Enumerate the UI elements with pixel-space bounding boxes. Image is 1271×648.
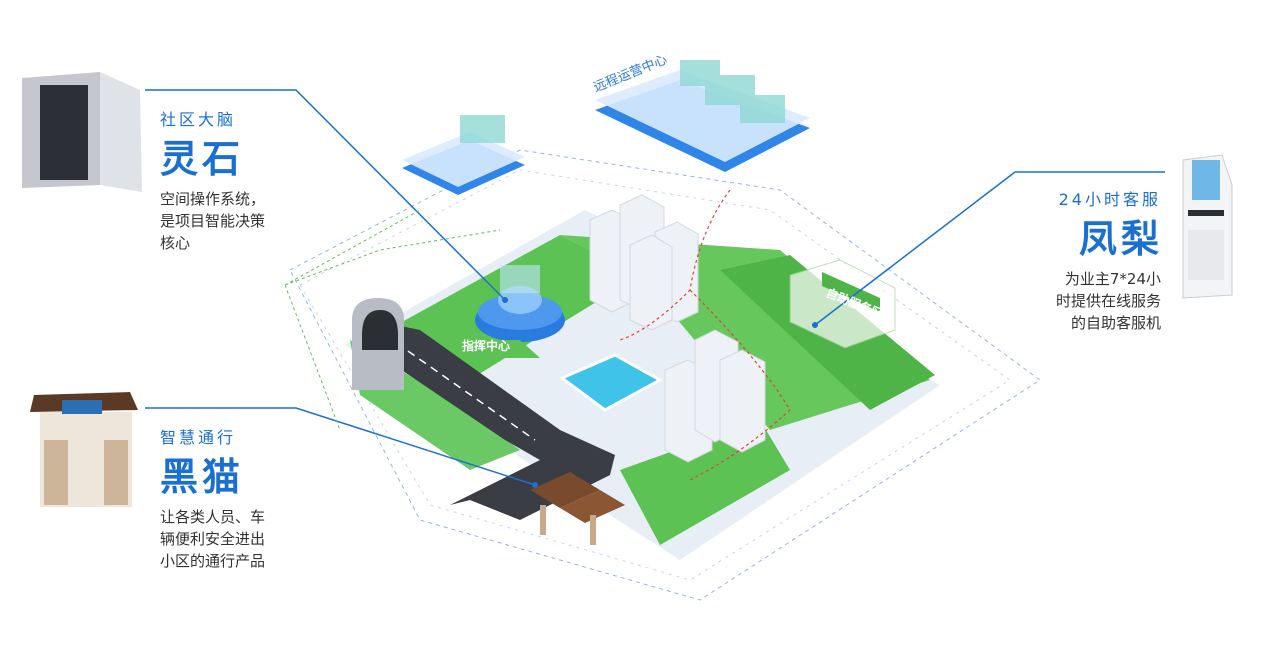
service-sign (822, 272, 880, 312)
remote-center-screens (680, 60, 785, 123)
brain-desc-line: 是项目智能决策 (160, 212, 266, 230)
gate-subtitle: 智慧通行 (160, 428, 237, 447)
gate-connector (145, 407, 536, 486)
turnstile-device (30, 392, 138, 507)
server-cabinet (22, 72, 142, 192)
brain-connector (145, 89, 506, 301)
brain-desc: 空间操作系统， 是项目智能决策 核心 (160, 188, 265, 254)
service-desc-line: 为业主7*24小 (1064, 270, 1161, 288)
kiosk-device (1182, 154, 1233, 299)
control-room-top (402, 132, 525, 187)
command-center-label: 指挥中心 (462, 339, 511, 353)
brain-connector-dot (502, 297, 508, 303)
service-connector-dot (812, 322, 818, 328)
control-room-screen (460, 115, 505, 143)
brain-title: 灵石 (160, 137, 245, 181)
gate-title: 黑猫 (160, 455, 245, 499)
command-center-sign (458, 340, 540, 358)
gate-desc-line: 小区的通行产品 (160, 552, 266, 570)
service-subtitle: 24小时客服 (1058, 190, 1161, 209)
service-title: 凤梨 (1078, 217, 1163, 261)
remote-center-top (595, 70, 810, 162)
inner-boundary (299, 169, 1011, 581)
brain-desc-line: 核心 (160, 234, 191, 252)
gate-desc: 让各类人员、车 辆便利安全进出 小区的通行产品 (160, 506, 265, 572)
gate-structure (530, 472, 625, 545)
road-lane (384, 334, 536, 441)
tunnel-mouth (362, 310, 398, 350)
road (372, 320, 615, 520)
brain-subtitle: 社区大脑 (160, 110, 237, 129)
pool (559, 353, 664, 412)
service-desc: 为业主7*24小 时提供在线服务 的自助客服机 (1056, 268, 1161, 334)
service-desc-line: 时提供在线服务 (1055, 292, 1161, 310)
network-line-green (284, 209, 501, 431)
network-line-red (619, 189, 791, 481)
command-center-screen (500, 265, 540, 293)
service-connector (814, 171, 1165, 326)
gate-desc-line: 辆便利安全进出 (160, 530, 266, 548)
apartment-cluster-middle (664, 329, 766, 463)
gate-desc-line: 让各类人员、车 (160, 508, 266, 526)
gate-connector-dot (532, 482, 538, 488)
outer-boundary (289, 149, 1041, 601)
apartment-cluster-top (589, 194, 699, 331)
grass-bottom (620, 420, 790, 545)
service-desc-line: 的自助客服机 (1070, 314, 1161, 332)
brain-desc-line: 空间操作系统， (160, 190, 266, 208)
